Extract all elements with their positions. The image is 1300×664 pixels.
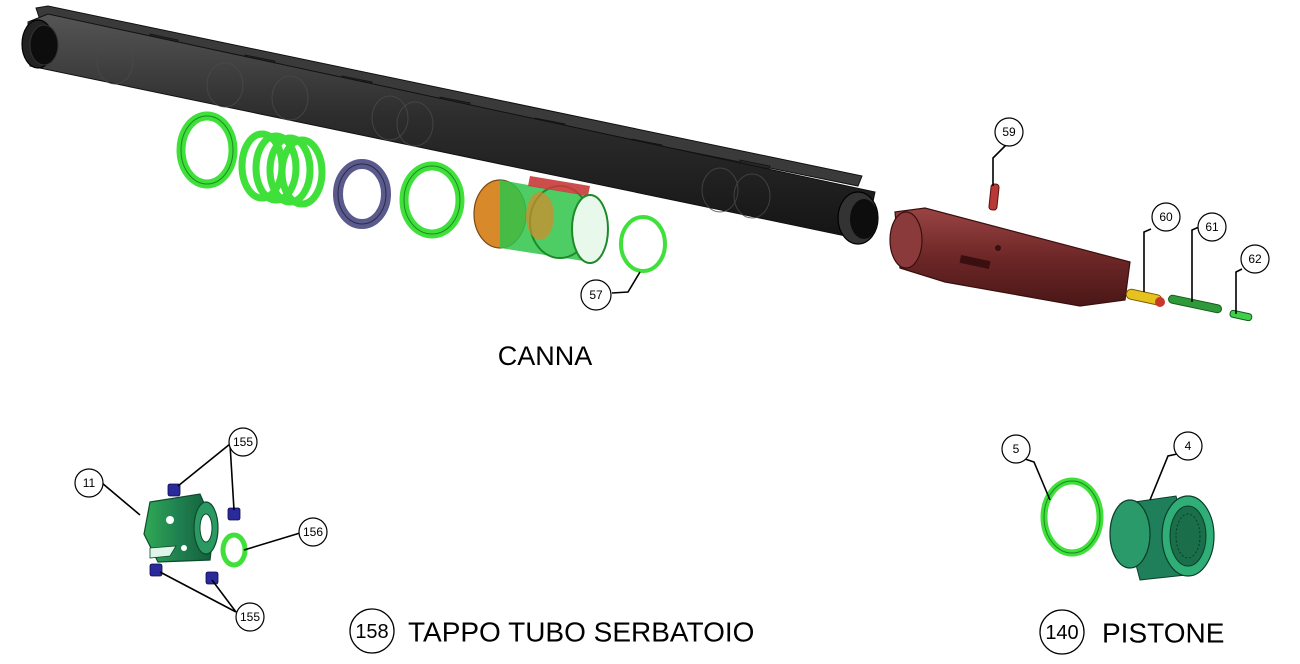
callout-57: 57 xyxy=(580,279,612,311)
label-canna: CANNA xyxy=(498,341,593,371)
callout-60-text: 60 xyxy=(1159,210,1173,224)
ring-156 xyxy=(220,532,248,568)
ring-blue xyxy=(333,159,391,229)
plunger-62 xyxy=(1229,309,1253,322)
callout-61: 61 xyxy=(1197,212,1227,242)
ring-bright-green-1 xyxy=(176,111,238,189)
magazine-cap xyxy=(143,493,219,563)
piston-ring-5 xyxy=(1040,477,1104,557)
callout-155-bottom-text: 155 xyxy=(240,610,260,624)
assembly-number-140-text: 140 xyxy=(1045,622,1078,644)
callout-60: 60 xyxy=(1151,202,1181,232)
callout-5-text: 5 xyxy=(1013,442,1020,456)
receiver xyxy=(889,207,1131,307)
callout-62-text: 62 xyxy=(1248,252,1262,266)
callout-57-text: 57 xyxy=(589,288,603,302)
callout-156-text: 156 xyxy=(303,525,323,539)
callout-155-top: 155 xyxy=(228,427,258,457)
callout-59: 59 xyxy=(994,117,1024,147)
barrel-vent-rib xyxy=(35,5,863,187)
callout-156: 156 xyxy=(298,517,328,547)
screws-155 xyxy=(149,483,241,585)
callout-4-text: 4 xyxy=(1185,439,1192,453)
callout-155-top-text: 155 xyxy=(233,435,253,449)
callout-4: 4 xyxy=(1173,431,1203,461)
callout-11: 11 xyxy=(74,468,104,498)
pin-60 xyxy=(1125,288,1165,307)
label-pistone: PISTONE xyxy=(1102,618,1224,649)
spring-61 xyxy=(1168,294,1222,314)
assembly-number-140: 140 xyxy=(1039,609,1085,655)
leader-lines xyxy=(101,143,1243,613)
ring-57 xyxy=(619,215,667,273)
barrel-tube xyxy=(27,13,876,241)
ring-bright-green-2 xyxy=(399,161,465,239)
assembly-number-158: 158 xyxy=(349,608,395,654)
gas-cylinder-assembly xyxy=(473,176,609,264)
callout-11-text: 11 xyxy=(83,476,96,490)
callout-61-text: 61 xyxy=(1205,220,1219,234)
piston-4 xyxy=(1109,495,1215,581)
callout-62: 62 xyxy=(1240,244,1270,274)
pin-59 xyxy=(988,183,1000,211)
spring-bright-green xyxy=(238,130,326,208)
barrel xyxy=(21,5,879,245)
callout-155-bottom: 155 xyxy=(235,602,265,632)
label-tappo-tubo-serbatoio: TAPPO TUBO SERBATOIO xyxy=(408,617,754,648)
callout-59-text: 59 xyxy=(1002,125,1016,139)
assembly-number-158-text: 158 xyxy=(355,621,388,643)
callout-5: 5 xyxy=(1001,434,1031,464)
